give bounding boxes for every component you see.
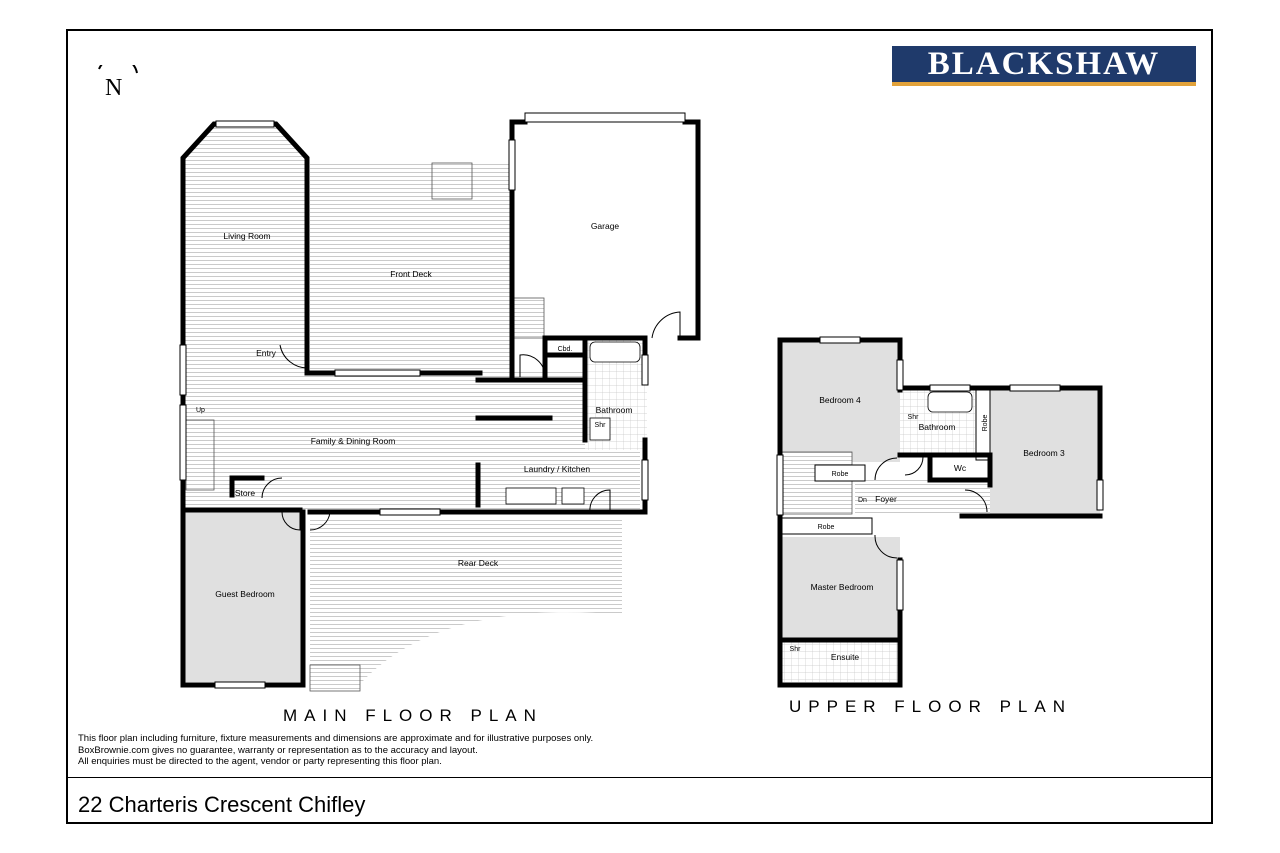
room-label-garage: Garage (591, 221, 620, 231)
upper-floor-title: UPPER FLOOR PLAN (789, 697, 1072, 716)
north-arrow-icon: N (98, 65, 138, 101)
living-room-floor (183, 124, 307, 330)
room-label-entry: Entry (256, 348, 277, 358)
room-label-cbd: Cbd. (558, 346, 573, 353)
foyer-floor (855, 480, 990, 516)
room-label-bedroom4: Bedroom 4 (819, 395, 861, 405)
shower-main (589, 417, 611, 441)
label-robe-master: Robe (818, 524, 835, 531)
ensuite-floor (780, 640, 900, 682)
bedroom4-floor (780, 342, 900, 462)
disclaimer-line: This floor plan including furniture, fix… (78, 733, 594, 744)
room-label-ensuite: Ensuite (831, 652, 860, 662)
label-robe-bed4: Robe (832, 471, 849, 478)
label-shr: Shr (595, 422, 607, 429)
rear-deck-floor (310, 518, 622, 682)
label-dn: Dn (858, 497, 867, 504)
room-label-wc: Wc (954, 463, 967, 473)
room-label-foyer: Foyer (875, 494, 897, 504)
entry-floor (183, 330, 308, 370)
stair-rear (309, 664, 361, 692)
blackshaw-logo: BLACKSHAW (892, 46, 1196, 86)
bath-tub (589, 341, 641, 363)
kitchen-cooktop (561, 487, 585, 505)
room-label-family-dining: Family & Dining Room (311, 436, 396, 446)
room-label-rear-deck: Rear Deck (458, 558, 499, 568)
logo-text: BLACKSHAW (927, 45, 1161, 82)
main-floor-plan: Living Room Front Deck Garage Entry Cbd.… (179, 112, 701, 692)
north-label: N (105, 75, 122, 101)
footer-divider (66, 777, 1213, 778)
bedroom3-floor (990, 388, 1100, 516)
upper-stair (781, 451, 853, 515)
front-deck-floor (310, 163, 512, 373)
stair-garage (513, 297, 545, 339)
room-label-master-bedroom: Master Bedroom (811, 582, 874, 592)
room-label-front-deck: Front Deck (390, 269, 432, 279)
room-label-store: Store (235, 488, 256, 498)
label-ensuite-shr: Shr (790, 646, 802, 653)
upper-bath-tub (927, 391, 973, 413)
robe-bed4 (814, 464, 866, 482)
room-label-living: Living Room (223, 231, 270, 241)
label-robe-vertical: Robe (982, 415, 989, 432)
guest-bedroom-floor (183, 512, 303, 682)
stair-front (431, 162, 473, 200)
disclaimer: This floor plan including furniture, fix… (78, 733, 593, 768)
room-label-bathroom: Bathroom (596, 405, 633, 415)
plan-frame (66, 29, 1213, 824)
kitchen-sink (505, 487, 557, 505)
master-bedroom-floor (780, 537, 900, 640)
property-address: 22 Charteris Crescent Chifley (78, 792, 366, 817)
room-label-bedroom3: Bedroom 3 (1023, 448, 1065, 458)
main-floor-title: MAIN FLOOR PLAN (283, 706, 543, 725)
stair-internal (185, 419, 215, 491)
room-label-guest-bedroom: Guest Bedroom (215, 589, 275, 599)
label-upper-shr: Shr (908, 414, 920, 421)
room-label-upper-bathroom: Bathroom (919, 422, 956, 432)
room-label-laundry-kitchen: Laundry / Kitchen (524, 464, 590, 474)
disclaimer-line: All enquiries must be directed to the ag… (78, 756, 442, 767)
upper-floor-plan: Bedroom 4 Shr Bathroom Robe Bedroom 3 Ro… (776, 336, 1104, 688)
family-dining-floor (183, 370, 585, 510)
disclaimer-line: BoxBrownie.com gives no guarantee, warra… (78, 744, 478, 756)
label-up: Up (196, 407, 205, 414)
